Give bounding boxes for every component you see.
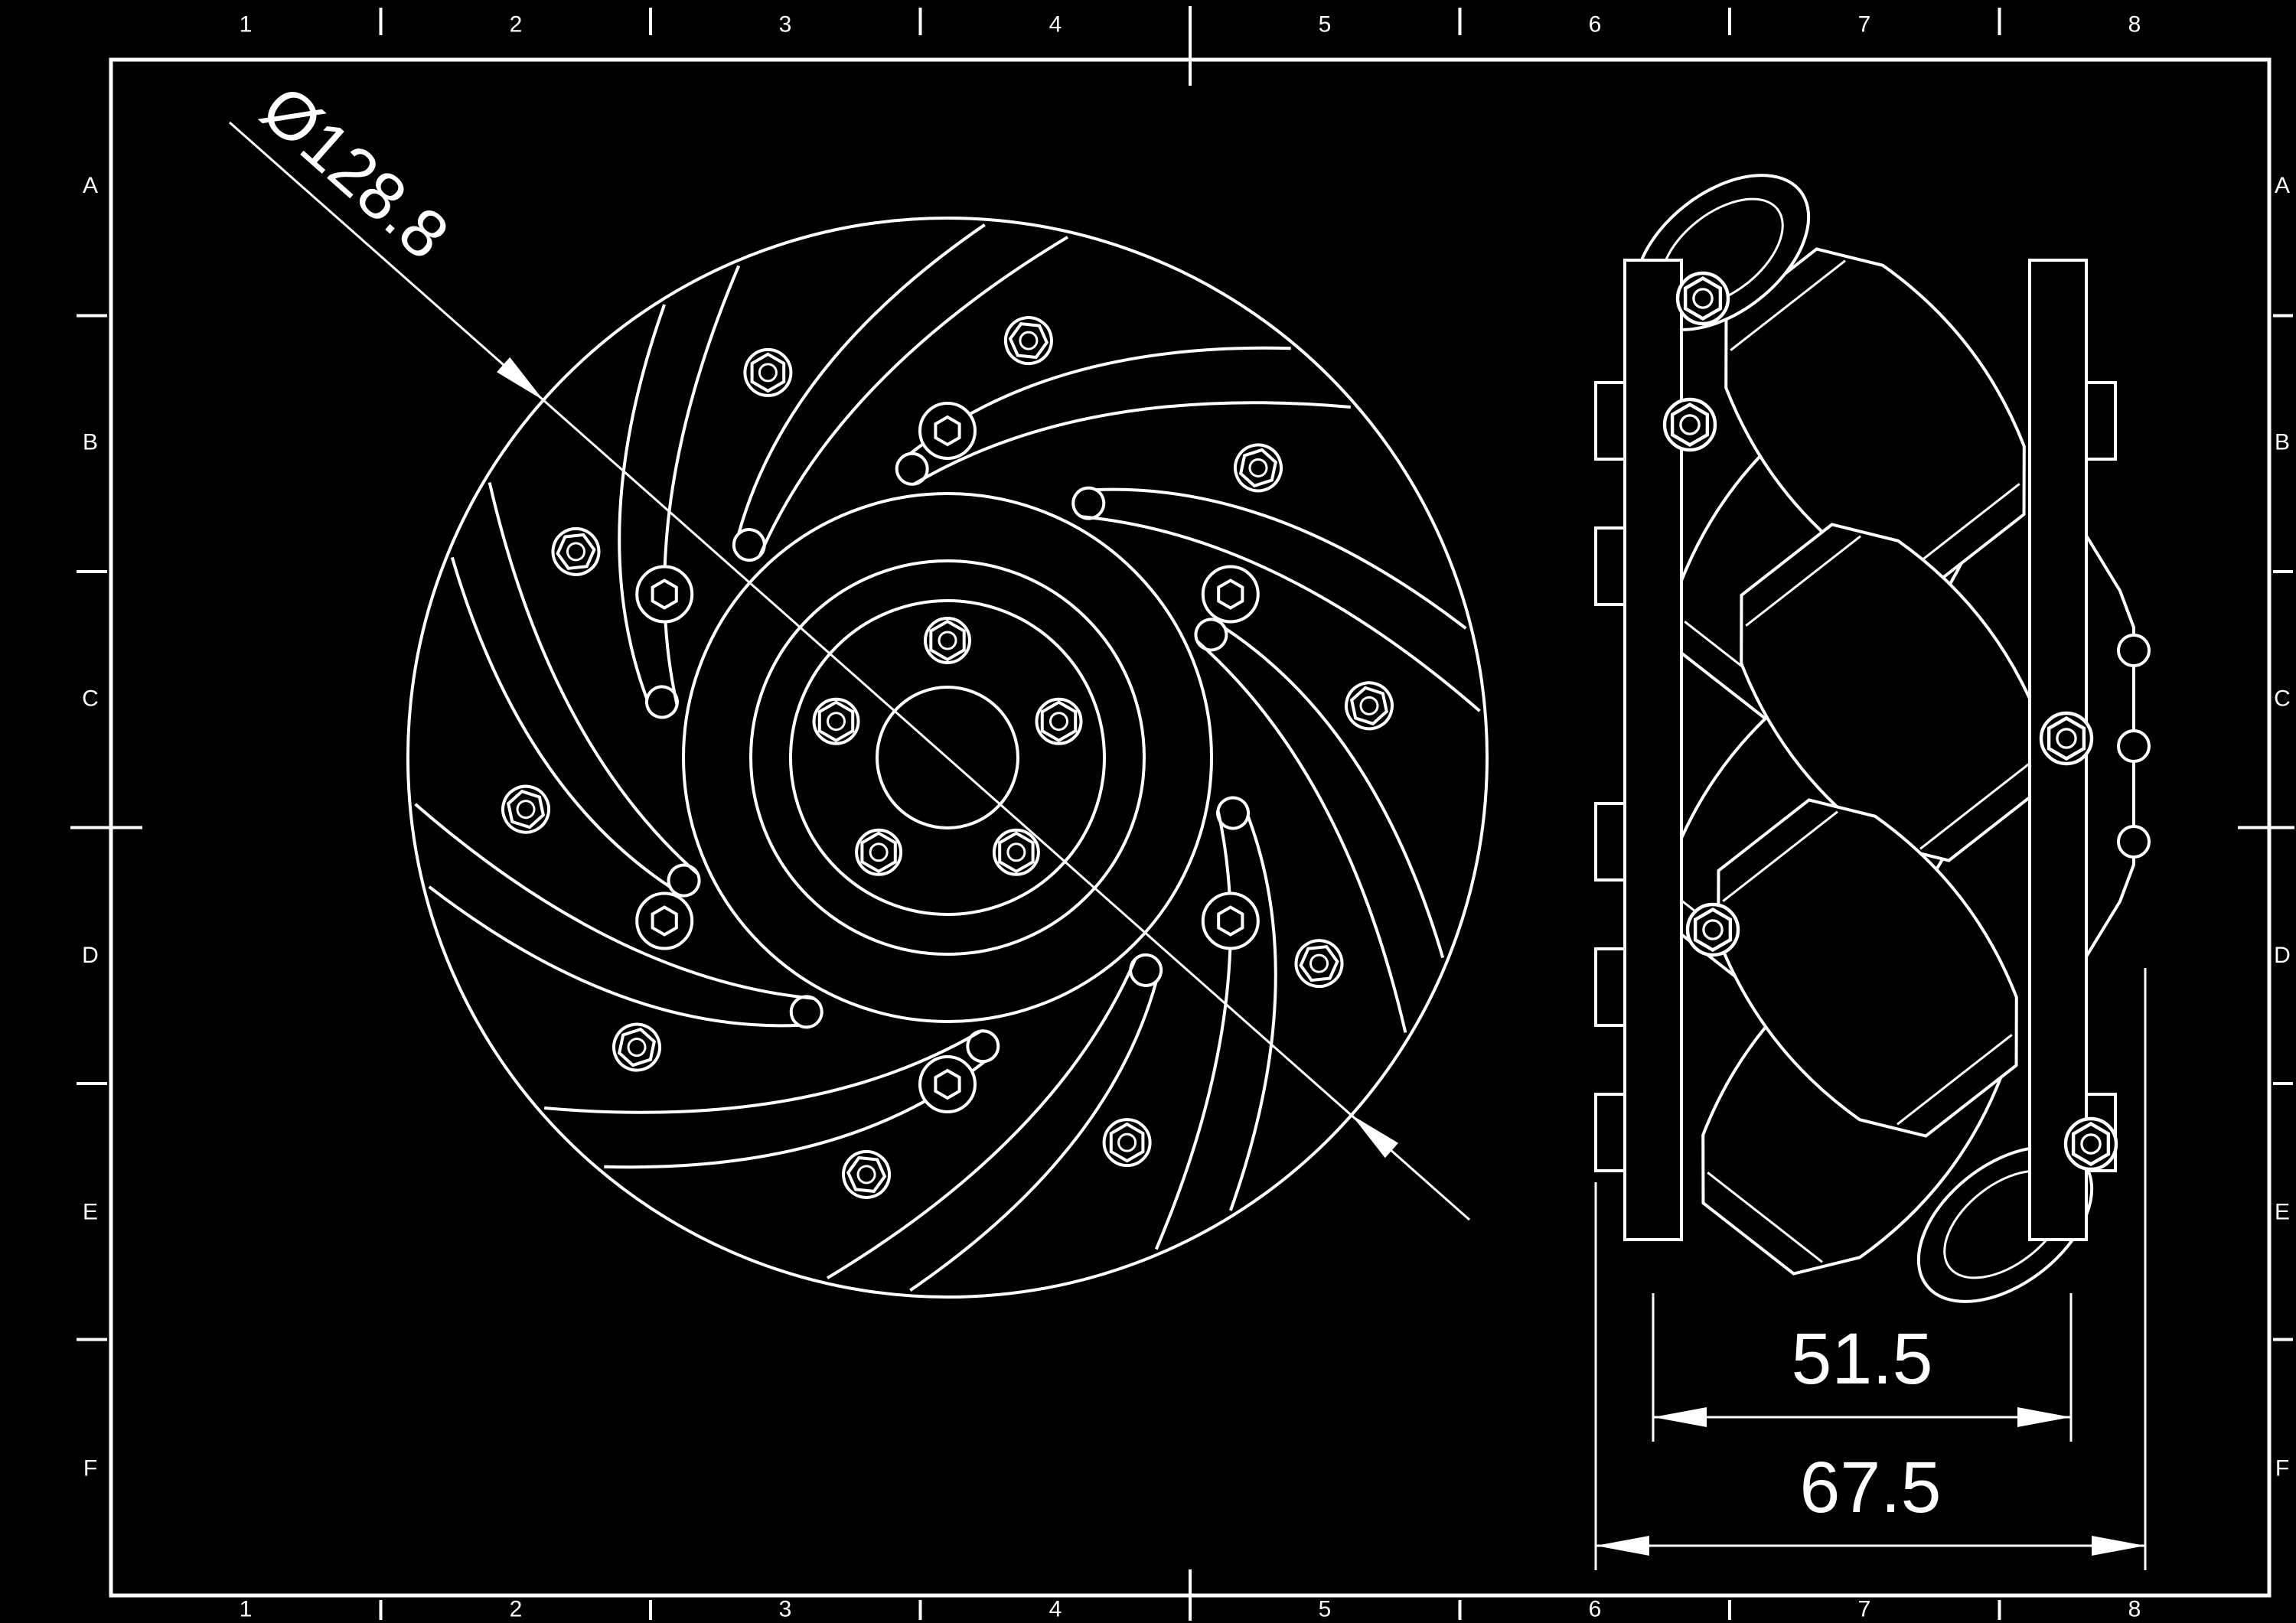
diameter-dimension-text: Ø128.8 <box>247 70 463 273</box>
axle-nut <box>1678 273 1728 324</box>
zone-label: E <box>2275 1199 2290 1224</box>
zone-ticks-bottom <box>379 1569 2001 1621</box>
zone-label: C <box>2274 686 2291 712</box>
zone-label: 8 <box>2128 12 2141 37</box>
front-diameter-dimension: Ø128.8 <box>229 70 1470 1221</box>
bracket-tab <box>1594 1093 1626 1172</box>
roller-width-dimension-text: 51.5 <box>1792 1318 1933 1400</box>
roller-blade <box>944 307 1515 773</box>
roller-blade <box>1083 650 1400 1268</box>
wheel-outer-circle <box>406 217 1489 1299</box>
hub-inner-circle <box>749 559 1146 956</box>
zone-label: 7 <box>1858 1597 1871 1622</box>
hub-nut <box>1035 697 1083 745</box>
dimension-arrow <box>2092 1536 2145 1556</box>
axle-nut <box>2041 713 2092 764</box>
socket-screw <box>635 565 694 624</box>
hub-nut <box>924 617 971 664</box>
zone-label: D <box>2274 943 2291 968</box>
zone-label: 2 <box>510 1597 523 1622</box>
side-view: 51.5 67.5 <box>1594 142 2151 1570</box>
axle-nut <box>2066 1119 2116 1169</box>
bracket-tab <box>1594 381 1626 461</box>
zone-label: 5 <box>1319 12 1332 37</box>
hub-nut <box>992 828 1040 876</box>
zone-labels-bottom: 1 2 3 4 5 6 7 8 <box>240 1597 2141 1622</box>
zone-label: 7 <box>1858 12 1871 37</box>
hub-plate-circle <box>682 492 1213 1023</box>
hub-nuts <box>812 617 1083 876</box>
bracket-tab <box>1594 526 1626 606</box>
zone-label: A <box>2275 173 2290 198</box>
hub-boss-circle <box>789 599 1106 916</box>
zone-label: A <box>83 173 98 198</box>
set-screw <box>2117 729 2151 763</box>
zone-label: C <box>82 686 99 712</box>
zone-label: F <box>2275 1456 2289 1481</box>
set-screw <box>2117 825 2151 859</box>
dimension-arrow <box>1352 1115 1398 1159</box>
dimension-arrow <box>1653 1407 1707 1427</box>
set-screw <box>2117 634 2151 667</box>
zone-label: 8 <box>2128 1597 2141 1622</box>
zone-label: 1 <box>240 12 253 37</box>
hub-nut <box>855 828 903 876</box>
bracket-tab <box>2085 381 2117 461</box>
zone-label: 4 <box>1049 12 1062 37</box>
dimension-arrow <box>1596 1536 1649 1556</box>
socket-screw <box>918 402 977 460</box>
right-side-plate <box>2028 259 2151 1241</box>
socket-screw <box>1201 565 1260 624</box>
dimension-line <box>229 121 1470 1221</box>
side-roller-width-dimension: 51.5 <box>1652 1293 2073 1442</box>
roller-blade <box>380 741 951 1207</box>
zone-label: 3 <box>779 12 792 37</box>
left-side-plate <box>1594 259 1683 1241</box>
overall-width-dimension-text: 67.5 <box>1800 1447 1942 1528</box>
side-overall-width-dimension: 67.5 <box>1594 968 2147 1570</box>
zone-label: 2 <box>510 12 523 37</box>
socket-screw <box>1201 891 1260 950</box>
zone-label: 6 <box>1589 12 1602 37</box>
zone-labels-right: A B C D E F <box>2274 173 2291 1481</box>
zone-label: 6 <box>1589 1597 1602 1622</box>
zone-label: B <box>2275 429 2290 455</box>
roller-blade <box>782 859 1352 1325</box>
dimension-arrow <box>497 357 543 400</box>
zone-ticks-right <box>2238 314 2294 1341</box>
dimension-arrow <box>2017 1407 2071 1427</box>
zone-label: 5 <box>1319 1597 1332 1622</box>
roller-blade <box>495 248 812 866</box>
zone-label: 1 <box>240 1597 253 1622</box>
center-bore <box>876 686 1019 829</box>
bracket-tab <box>1594 802 1626 882</box>
zone-label: 3 <box>779 1597 792 1622</box>
zone-ticks-left <box>70 314 142 1341</box>
left-plate <box>1623 259 1683 1241</box>
bracket-tab <box>1594 947 1626 1027</box>
front-view: Ø128.8 <box>229 70 1515 1326</box>
roller-blade <box>543 189 1113 655</box>
axle-nut <box>1665 399 1715 450</box>
zone-label: E <box>83 1199 98 1224</box>
axle-nut <box>1688 904 1738 955</box>
socket-screw <box>635 891 694 950</box>
zone-label: D <box>82 943 99 968</box>
hub-nut <box>812 697 860 745</box>
zone-label: 4 <box>1049 1597 1062 1622</box>
zone-labels-top: 1 2 3 4 5 6 7 8 <box>240 12 2141 37</box>
zone-labels-left: A B C D E F <box>82 173 99 1481</box>
zone-label: F <box>83 1456 97 1481</box>
socket-screw <box>918 1055 977 1113</box>
zone-label: B <box>83 429 98 455</box>
zone-ticks-top <box>379 6 2001 86</box>
drawing-frame: 1 2 3 4 5 6 7 8 1 2 3 4 5 6 7 8 A B C D … <box>70 6 2294 1622</box>
